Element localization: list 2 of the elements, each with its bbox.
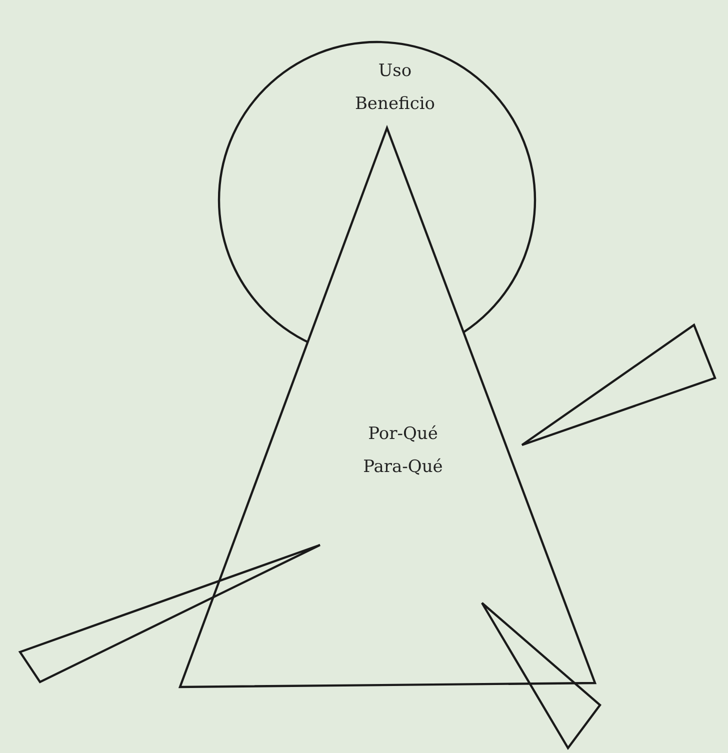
shape-label: Uso Beneficio	[354, 60, 436, 116]
shape-label: Por-Qué Para-Qué	[362, 423, 444, 479]
